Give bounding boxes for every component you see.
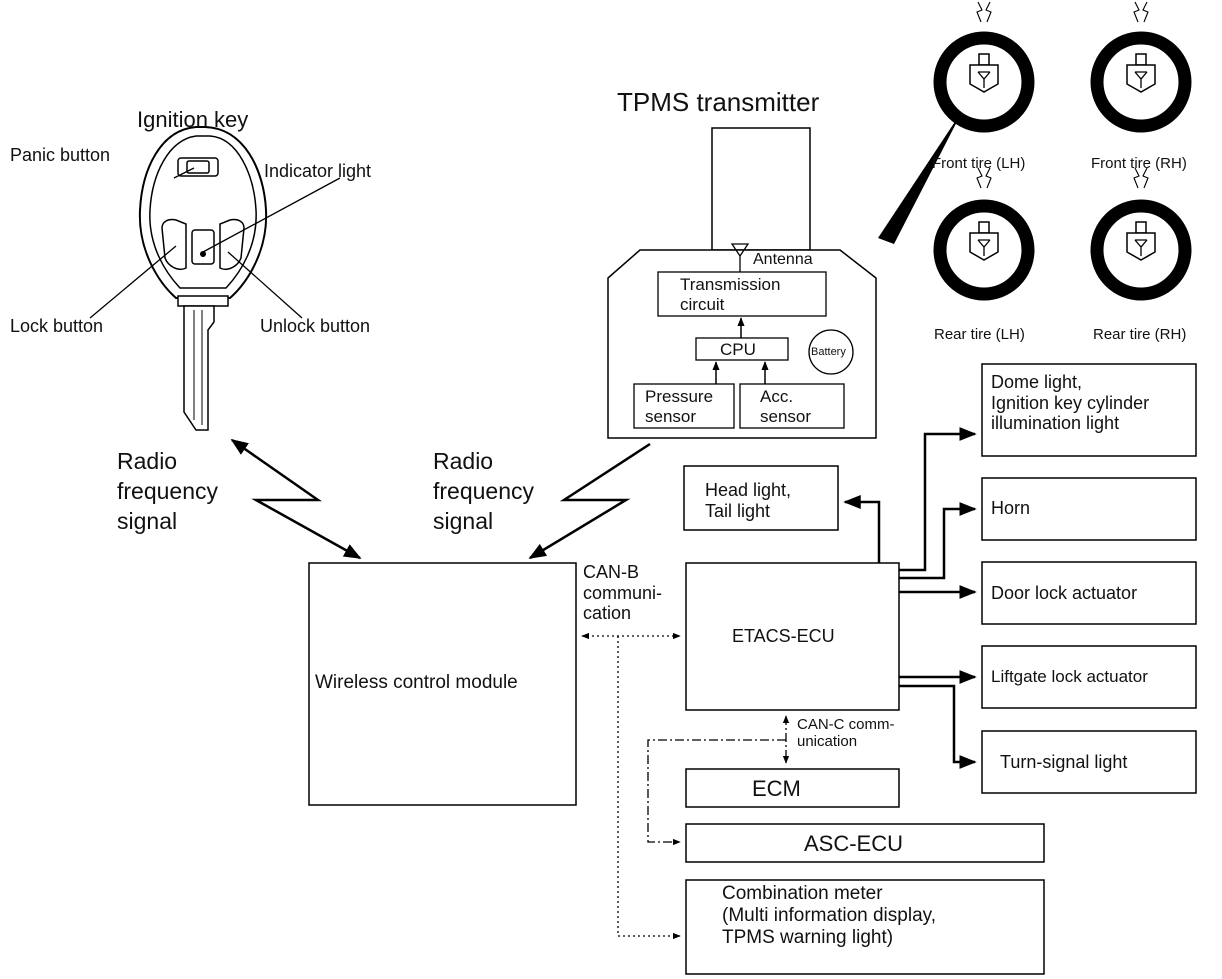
head-light-box [683,465,839,531]
liftgate-lock-box [981,645,1197,709]
callout-wedge [878,108,964,244]
etacs-label: ETACS-ECU [732,626,835,646]
combination-meter-box [685,879,1045,975]
turn-signal-box [981,730,1197,794]
battery-label: Battery [811,346,846,358]
cpu-label: CPU [720,340,756,359]
tire-rear-lh-icon [940,167,1028,294]
can-c-label: CAN-C comm-unication [797,716,895,751]
rear-tire-rh-label: Rear tire (RH) [1093,326,1187,343]
tire-rear-rh-icon [1097,167,1185,294]
rear-tire-lh-label: Rear tire (LH) [934,326,1025,343]
front-tire-rh-label: Front tire (RH) [1091,155,1187,172]
asc-ecu-box [685,823,1045,863]
acc-sensor-label: Acc.sensor [760,387,812,426]
liftgate-lock-label: Liftgate lock actuator [991,667,1148,686]
front-tire-lh-label: Front tire (LH) [932,155,1026,172]
ecm-box [685,768,900,808]
ignition-key-icon [138,126,268,431]
door-lock-box [981,561,1197,625]
indicator-light-label: Indicator light [264,161,372,181]
tpms-transmitter-box [607,127,877,439]
door-lock-label: Door lock actuator [991,583,1138,603]
antenna-label: Antenna [753,251,813,268]
lock-button-label: Lock button [10,316,104,336]
ignition-key-title: Ignition key [137,107,249,132]
asc-label: ASC-ECU [804,831,904,856]
unlock-button-label: Unlock button [260,316,371,336]
head-light-label: Head light,Tail light [705,480,792,521]
turn-signal-label: Turn-signal light [1000,752,1128,772]
wireless-control-module-box [308,562,577,806]
horn-label: Horn [991,498,1031,518]
horn-box [981,477,1197,541]
ecm-label: ECM [752,776,801,801]
wcm-label: Wireless control module [315,672,518,693]
combination-meter-label: Combination meter(Multi information disp… [722,883,937,948]
dome-light-box [981,363,1197,457]
tire-front-rh-icon [1097,1,1185,126]
etacs-ecu-box [685,562,900,711]
tpms-title: TPMS transmitter [617,87,820,117]
panic-button-label: Panic button [10,145,111,165]
tire-front-lh-icon [940,1,1028,126]
